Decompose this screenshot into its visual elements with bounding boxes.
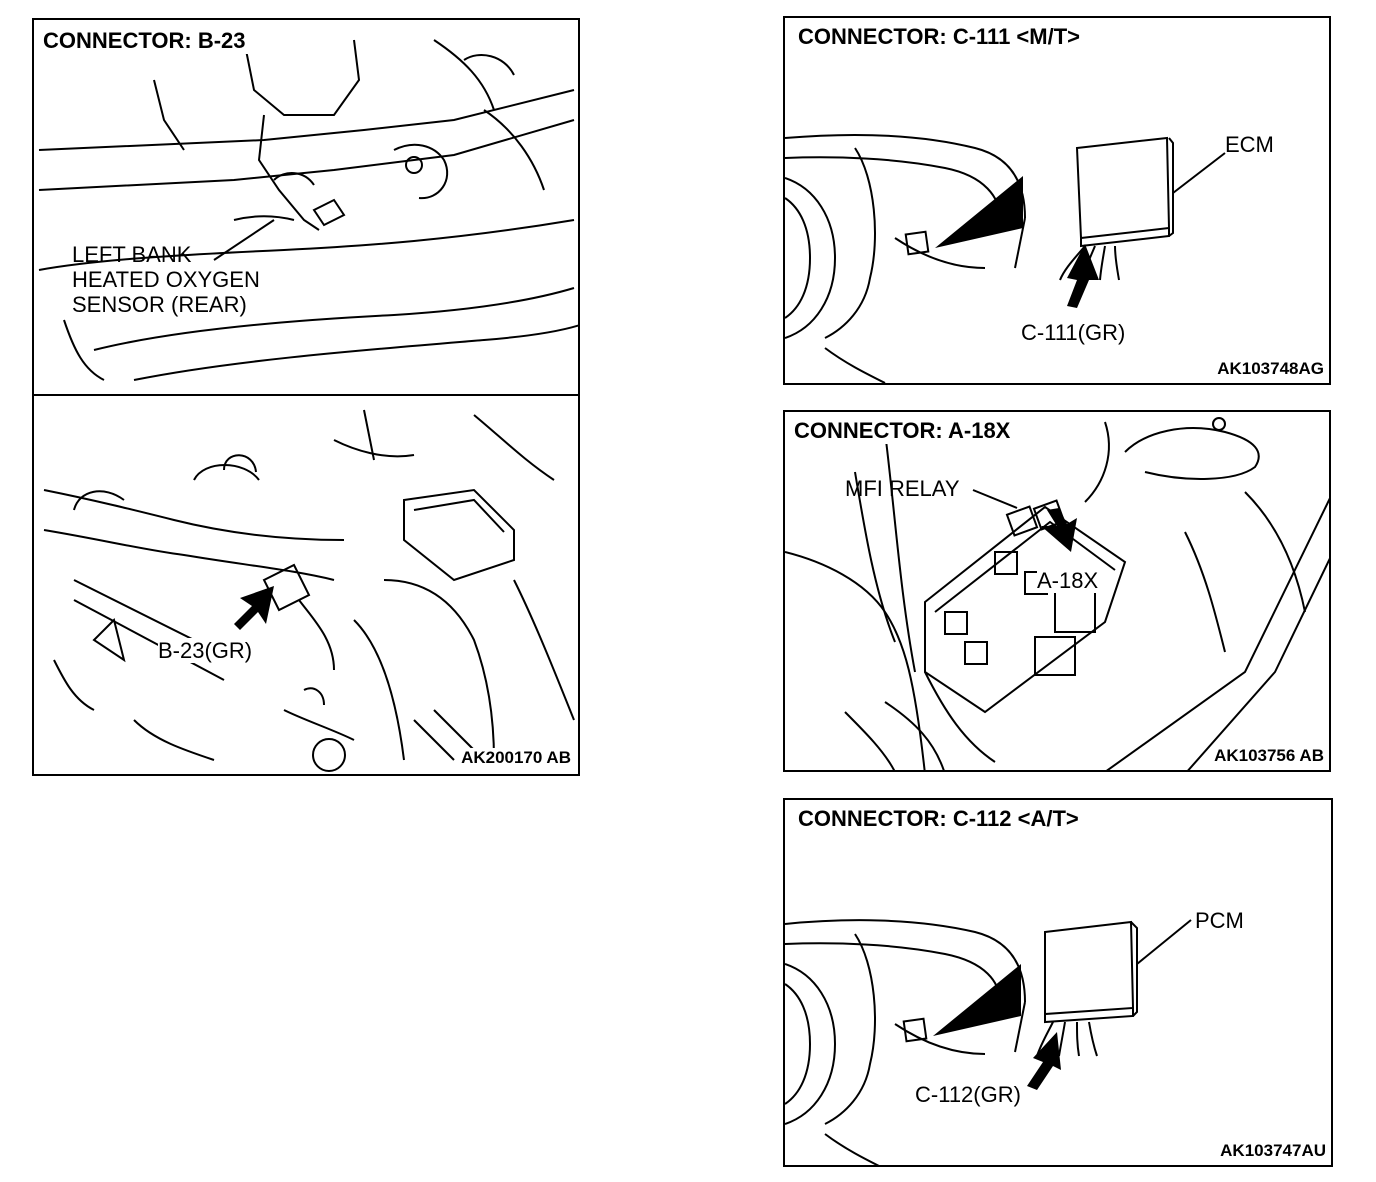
relay-box-illustration	[785, 417, 1329, 770]
connector-label: B-23(GR)	[158, 638, 253, 663]
sensor-label-line-1: LEFT BANK	[72, 242, 192, 267]
panel-divider	[34, 394, 578, 396]
connector-label: A-18X	[1037, 568, 1099, 593]
panel-connector-c111: CONNECTOR: C-111 <M/T> ECM C-111(GR) AK1…	[783, 16, 1331, 385]
figure-code: AK200170 AB	[458, 748, 574, 768]
panel-connector-b23: CONNECTOR: B-23 LEFT BANK HEATED OXYGEN …	[32, 18, 580, 776]
panel-title: CONNECTOR: A-18X	[791, 418, 1014, 444]
dashboard-illustration	[785, 919, 1192, 1165]
sensor-label-line-2: HEATED OXYGEN	[72, 267, 260, 292]
engine-illustration	[38, 39, 578, 772]
mfi-relay-label: MFI RELAY	[845, 476, 960, 501]
panel-connector-a18x: CONNECTOR: A-18X MFI RELAY A-18X AK10375…	[783, 410, 1331, 772]
figure-code: AK103748AG	[1214, 359, 1327, 379]
panel-title: CONNECTOR: C-112 <A/T>	[795, 806, 1082, 832]
panel-title: CONNECTOR: C-111 <M/T>	[795, 24, 1083, 50]
panel-title: CONNECTOR: B-23	[40, 28, 249, 54]
figure-code: AK103747AU	[1217, 1141, 1329, 1161]
pcm-label: PCM	[1195, 908, 1244, 933]
panel-connector-c112: CONNECTOR: C-112 <A/T> PCM C-112(GR) AK1…	[783, 798, 1333, 1167]
bold-arrow-icon	[234, 586, 274, 630]
connector-label: C-111(GR)	[1021, 320, 1126, 345]
ecm-label: ECM	[1225, 132, 1274, 157]
connector-label: C-112(GR)	[915, 1082, 1021, 1107]
figure-code: AK103756 AB	[1211, 746, 1327, 766]
sensor-label-line-3: SENSOR (REAR)	[72, 292, 247, 317]
dashboard-illustration	[785, 134, 1226, 383]
